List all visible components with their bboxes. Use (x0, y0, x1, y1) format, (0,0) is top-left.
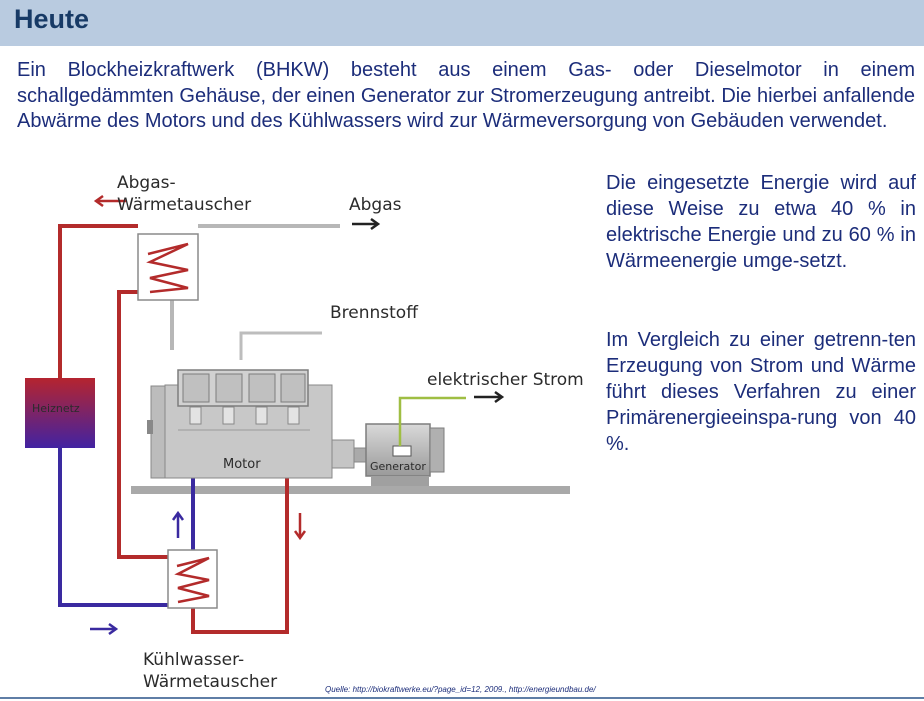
hot-return-pipe (191, 477, 289, 634)
fuel-pipe (239, 331, 322, 360)
title-bar: Heute (0, 0, 924, 46)
kuehl-hx-label-1: Kühlwasser- (143, 650, 244, 670)
cold-in-arrow (90, 622, 119, 636)
cold-up-arrow (171, 510, 185, 538)
hot-link-pipe (117, 290, 168, 559)
power-line (398, 396, 466, 446)
intro-paragraph: Ein Blockheizkraftwerk (BHKW) besteht au… (17, 59, 915, 132)
side-paragraph-2: Im Vergleich zu einer getrenn-ten Erzeug… (606, 329, 916, 455)
motor (147, 369, 367, 479)
source-note: Quelle: http://biokraftwerke.eu/?page_id… (325, 685, 596, 694)
heiznetz-label: Heiznetz (32, 402, 80, 415)
hot-out-arrow (93, 194, 126, 208)
page-title: Heute (14, 4, 90, 34)
kuehlwasser-hx-coil (174, 556, 210, 604)
abgas-hx-label-1: Abgas- (117, 173, 176, 193)
heiznetz-box (25, 378, 95, 448)
cold-return-pipe (58, 448, 168, 607)
generator (365, 423, 445, 486)
abgas-arrow (352, 217, 381, 231)
base-plate (131, 486, 570, 494)
strom-label: elektrischer Strom (427, 370, 584, 390)
brennstoff-label: Brennstoff (330, 303, 419, 323)
side-paragraph-1: Die eingesetzte Energie wird auf diese W… (606, 172, 916, 272)
abgas-hx-label-2: Wärmetauscher (117, 195, 251, 215)
abgas-hx-coil (146, 242, 189, 294)
strom-arrow (474, 390, 505, 404)
motor-label: Motor (223, 457, 261, 472)
kuehl-hx-label-2: Wärmetauscher (143, 672, 277, 692)
generator-label: Generator (370, 460, 426, 473)
hot-down-arrow (293, 513, 307, 541)
abgas-label: Abgas (349, 195, 402, 215)
bottom-divider (0, 697, 924, 699)
hot-supply-pipe (58, 224, 138, 378)
